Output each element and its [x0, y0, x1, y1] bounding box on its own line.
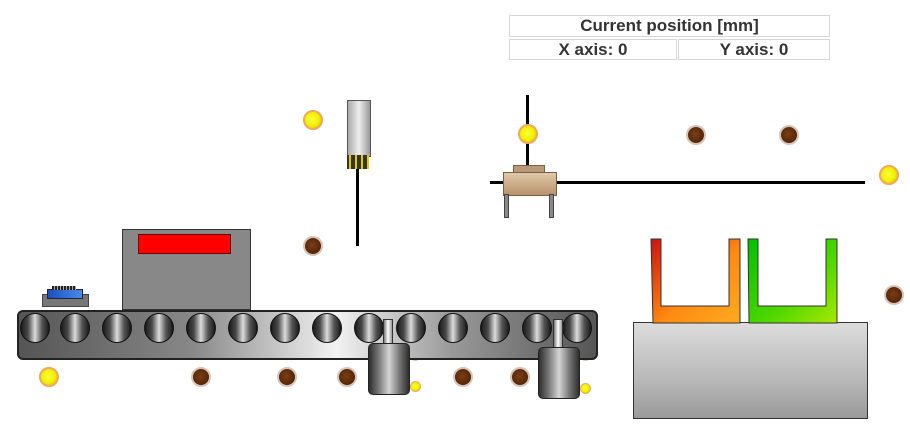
indicator-lamp-5 — [779, 125, 799, 145]
indicator-lamp-2 — [303, 236, 323, 256]
sensor-tip — [347, 155, 369, 169]
workpiece-pins — [52, 286, 76, 290]
reader-display — [138, 234, 231, 254]
indicator-lamp-8 — [39, 367, 59, 387]
indicator-lamp-17 — [580, 383, 591, 394]
gantry-horizontal-axis — [490, 181, 865, 184]
conveyor-roller-7 — [270, 313, 300, 343]
indicator-lamp-4 — [686, 125, 706, 145]
conveyor-roller-1 — [20, 313, 50, 343]
conveyor-roller-4 — [144, 313, 174, 343]
conveyor-roller-5 — [186, 313, 216, 343]
position-panel-title: Current position [mm] — [509, 15, 830, 37]
y-axis-label: Y axis: — [719, 39, 775, 59]
gripper-finger-left — [504, 194, 509, 218]
conveyor-roller-2 — [60, 313, 90, 343]
x-axis-readout: X axis: 0 — [509, 39, 677, 60]
conveyor-roller-11 — [438, 313, 468, 343]
indicator-lamp-6 — [879, 165, 899, 185]
indicator-lamp-15 — [410, 381, 421, 392]
pusher-cylinder-1[interactable] — [368, 343, 410, 395]
right-bin[interactable] — [746, 238, 840, 324]
indicator-lamp-13 — [510, 367, 530, 387]
sensor-body — [347, 100, 371, 157]
workpiece-chip[interactable] — [47, 289, 83, 299]
pusher-cylinder-2[interactable] — [538, 347, 580, 399]
indicator-lamp-9 — [191, 367, 211, 387]
y-axis-readout: Y axis: 0 — [678, 39, 830, 60]
indicator-lamp-10 — [277, 367, 297, 387]
y-axis-value: 0 — [778, 39, 789, 59]
indicator-lamp-1 — [303, 110, 323, 130]
left-bin[interactable] — [650, 238, 742, 324]
conveyor-roller-3 — [102, 313, 132, 343]
gripper-carriage[interactable] — [503, 172, 557, 196]
conveyor-roller-10 — [396, 313, 426, 343]
x-axis-label: X axis: — [558, 39, 614, 59]
gripper-finger-right — [549, 194, 554, 218]
conveyor-roller-8 — [312, 313, 342, 343]
indicator-lamp-7 — [884, 285, 904, 305]
x-axis-value: 0 — [618, 39, 628, 59]
indicator-lamp-12 — [453, 367, 473, 387]
conveyor-roller-12 — [480, 313, 510, 343]
sorting-table — [633, 322, 868, 419]
conveyor-roller-6 — [228, 313, 258, 343]
indicator-lamp-3 — [518, 124, 538, 144]
conveyor-roller-14 — [562, 313, 592, 343]
conveyor-roller-9 — [354, 313, 384, 343]
conveyor-roller-13 — [522, 313, 552, 343]
sensor-cable — [356, 169, 359, 246]
indicator-lamp-11 — [337, 367, 357, 387]
